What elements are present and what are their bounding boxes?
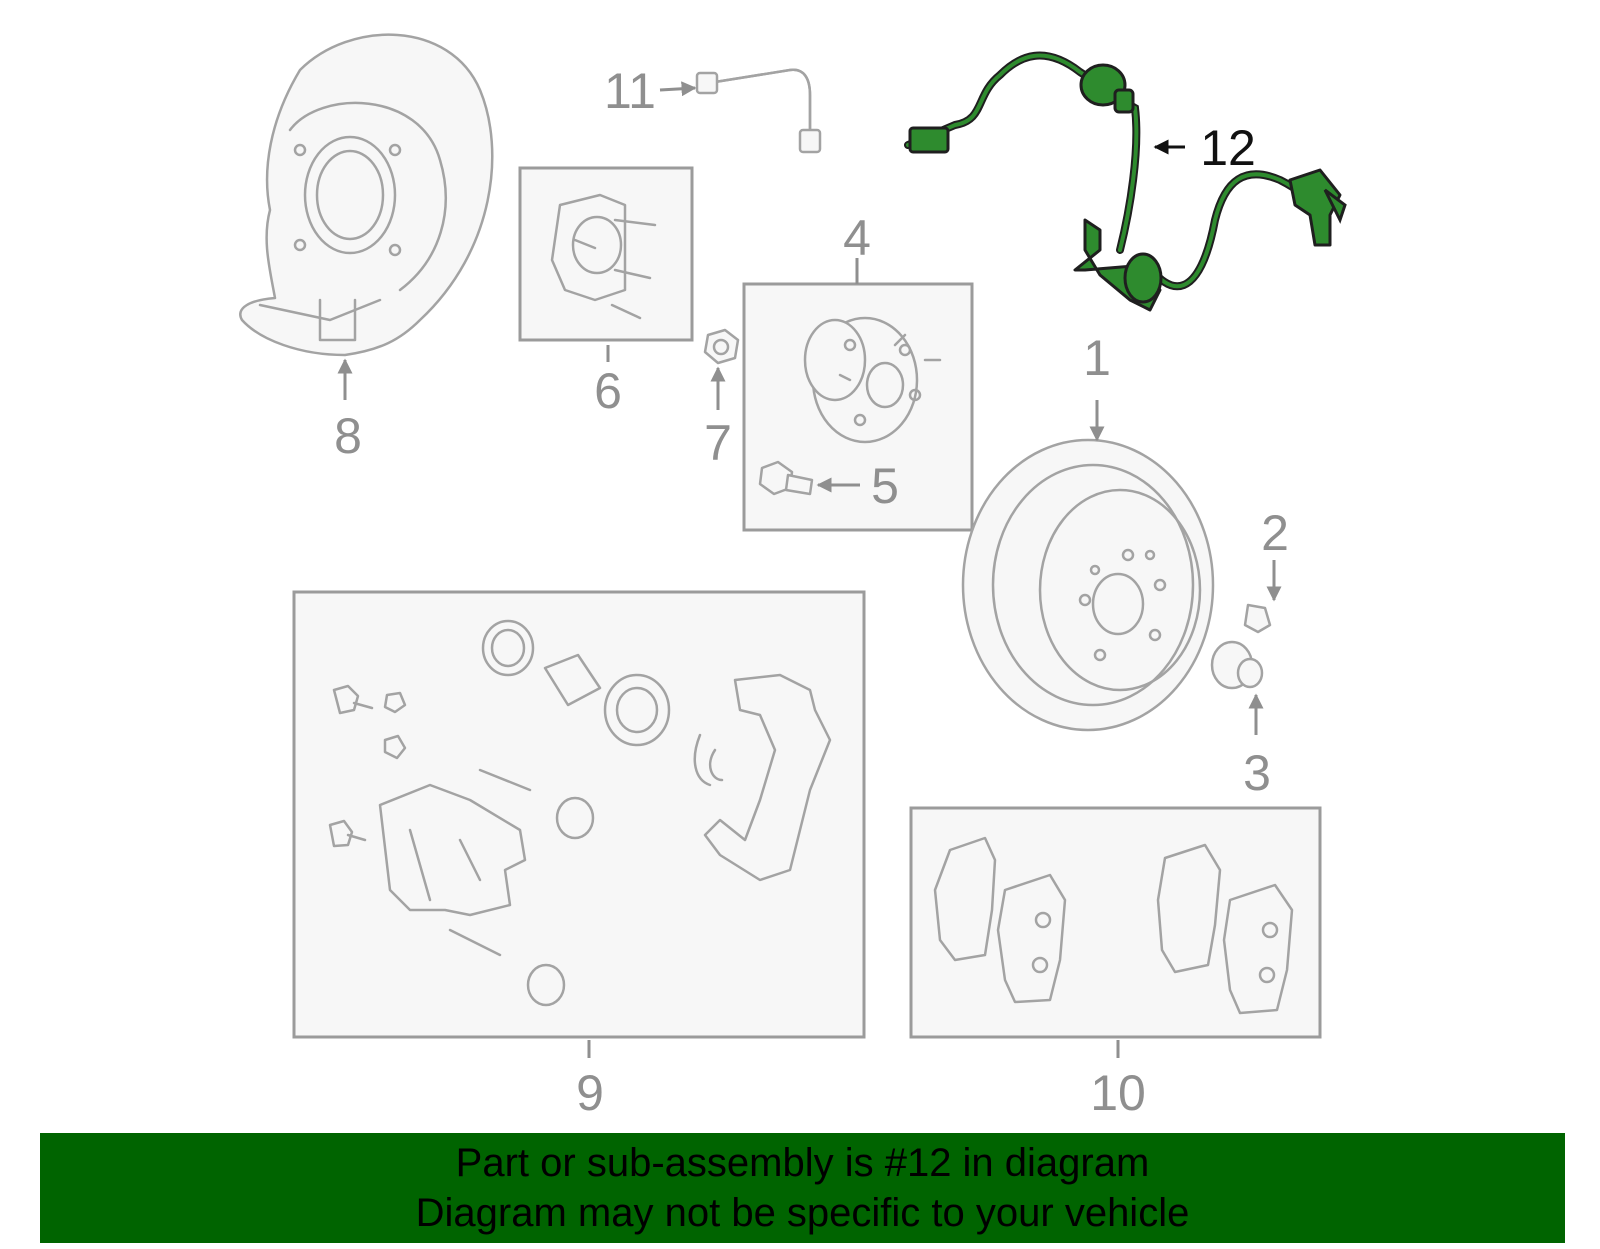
part-12-abs-sensor-harness (904, 51, 1347, 312)
callout-4: 4 (843, 210, 871, 266)
part-8-dust-shield (239, 33, 494, 357)
callout-9: 9 (576, 1065, 604, 1121)
callout-1: 1 (1083, 330, 1111, 386)
callout-7: 7 (704, 415, 732, 471)
part-1-rotor (961, 438, 1215, 732)
banner-line-1: Part or sub-assembly is #12 in diagram (455, 1141, 1150, 1185)
info-banner: Part or sub-assembly is #12 in diagram D… (40, 1133, 1565, 1243)
part-3-hub-nut (1210, 640, 1264, 690)
banner-line-2: Diagram may not be specific to your vehi… (415, 1191, 1190, 1235)
callout-5: 5 (871, 458, 899, 514)
part-10-box (909, 806, 1322, 1039)
part-5-bolt (758, 460, 814, 496)
callout-8: 8 (334, 408, 362, 464)
part-7-nut (703, 328, 740, 365)
callout-12: 12 (1200, 120, 1256, 176)
part-9-box (292, 590, 866, 1039)
part-2-plug (1243, 603, 1272, 634)
callout-3: 3 (1243, 745, 1271, 801)
callout-2: 2 (1261, 505, 1289, 561)
part-11-brake-line (695, 68, 822, 154)
leader-lines (337, 81, 1282, 1058)
callout-6: 6 (594, 363, 622, 419)
part-6-box (518, 166, 694, 342)
callout-10: 10 (1090, 1065, 1146, 1121)
callout-11: 11 (604, 63, 656, 119)
